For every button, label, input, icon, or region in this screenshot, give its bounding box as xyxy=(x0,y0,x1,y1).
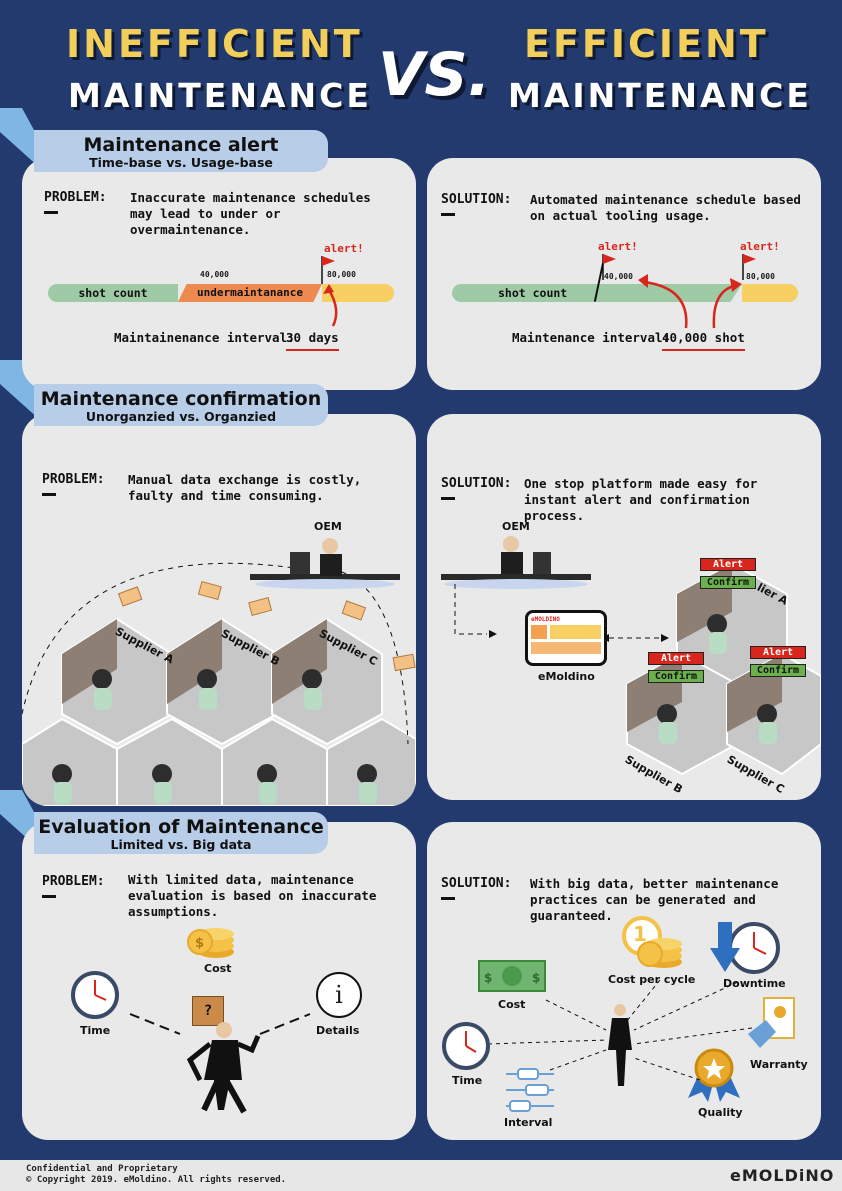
evaluation-section-tab: Evaluation of Maintenance Limited vs. Bi… xyxy=(34,812,328,854)
flag-icon xyxy=(742,254,756,280)
confirm-section-tab: Maintenance confirmation Unorganzied vs.… xyxy=(34,384,328,426)
footer-copyright: © Copyright 2019. eMoldino. All rights r… xyxy=(26,1175,287,1185)
section-title: Maintenance alert xyxy=(83,134,279,156)
svg-text:$: $ xyxy=(484,971,492,985)
supplier-cubicles-illustration xyxy=(22,538,416,806)
clock-icon xyxy=(71,971,119,1019)
footer-brand-logo: eMOLDiNO xyxy=(730,1166,835,1185)
cost-label: Cost xyxy=(498,998,526,1011)
cash-icon: $ $ xyxy=(478,960,546,992)
confirm-tag: Confirm xyxy=(750,664,806,677)
cost-per-cycle-label: Cost per cycle xyxy=(608,973,696,986)
interval-icon xyxy=(506,1068,554,1112)
alert-tag: Alert xyxy=(648,652,704,665)
problem-label: PROBLEM: xyxy=(42,472,105,496)
shot-count-bar-left: shot count undermaintanance xyxy=(48,284,394,302)
header-maintenance-right: MAINTENANCE xyxy=(508,76,812,115)
alert-tag: Alert xyxy=(700,558,756,571)
alert-tag: Alert xyxy=(750,646,806,659)
question-sign-icon: ? xyxy=(192,996,224,1026)
problem-text: Inaccurate maintenance schedules may lea… xyxy=(130,190,371,237)
confirm-tag: Confirm xyxy=(648,670,704,683)
warranty-icon xyxy=(748,997,795,1048)
problem-text: Manual data exchange is costly, faulty a… xyxy=(128,472,362,503)
section-subtitle: Limited vs. Big data xyxy=(110,837,252,852)
warranty-label: Warranty xyxy=(750,1058,808,1071)
alert-label: alert! xyxy=(324,242,364,255)
solution-label: SOLUTION: xyxy=(441,876,511,900)
tick-40000: 40,000 xyxy=(200,270,229,279)
person-connections-illustration xyxy=(490,979,753,1086)
cost-label: Cost xyxy=(204,962,232,975)
details-label: Details xyxy=(316,1024,360,1037)
solution-label: SOLUTION: xyxy=(441,192,511,216)
header-inefficient: INEFFICIENT xyxy=(66,22,363,66)
section-title: Maintenance confirmation xyxy=(40,388,322,410)
confused-person-illustration xyxy=(129,1013,311,1114)
bar-segment-over xyxy=(322,284,394,302)
problem-text: With limited data, maintenance evaluatio… xyxy=(128,872,377,919)
quality-badge-icon xyxy=(688,1048,740,1102)
platform-label: eMoldino xyxy=(538,670,595,683)
bar-segment-over xyxy=(742,284,798,302)
oem-label: OEM xyxy=(502,520,530,533)
coins-icon: $ xyxy=(187,928,234,958)
solution-text: One stop platform made easy for instant … xyxy=(524,476,758,523)
downtime-icon xyxy=(710,922,780,974)
interval-label: Maintainenance interval: xyxy=(114,330,295,345)
header-vs: VS. xyxy=(378,40,491,110)
bar-segment-undermaintenance: undermaintanance xyxy=(178,284,322,302)
time-label: Time xyxy=(452,1074,483,1087)
confirm-solution-panel xyxy=(427,414,821,800)
interval-value: 30 days xyxy=(286,330,339,351)
interval-label: Maintenance interval: xyxy=(512,330,671,345)
bar-segment-shot-count: shot count xyxy=(48,284,178,302)
downtime-label: Downtime xyxy=(723,977,786,990)
header-maintenance-left: MAINTENANCE xyxy=(68,76,372,115)
tick-40000: 40,000 xyxy=(604,272,633,281)
solution-text: Automated maintenance schedule based on … xyxy=(530,192,801,223)
section-subtitle: Unorganzied vs. Organzied xyxy=(85,409,277,424)
interval-value: 40,000 shot xyxy=(662,330,745,351)
svg-text:$: $ xyxy=(195,936,204,951)
problem-label: PROBLEM: xyxy=(42,874,105,898)
quality-label: Quality xyxy=(698,1106,743,1119)
flag-icon xyxy=(321,256,338,327)
alert-label: alert! xyxy=(598,240,638,253)
clock-icon xyxy=(442,1022,490,1070)
confirm-problem-panel xyxy=(22,414,416,806)
info-icon: i xyxy=(316,972,362,1018)
section-title: Evaluation of Maintenance xyxy=(38,816,324,838)
oem-label: OEM xyxy=(314,520,342,533)
flag-icon xyxy=(602,254,616,280)
emoldino-platform-icon: eMOLDINO xyxy=(525,610,607,666)
coin-stack-icon xyxy=(622,916,682,968)
curve-arrow-icon xyxy=(638,274,742,329)
alert-section-tab: Maintenance alert Time-base vs. Usage-ba… xyxy=(34,130,328,172)
time-label: Time xyxy=(80,1024,111,1037)
tick-80000: 80,000 xyxy=(327,270,356,279)
solution-label: SOLUTION: xyxy=(441,476,511,500)
solution-text: With big data, better maintenance practi… xyxy=(530,876,779,923)
coin-number: 1 xyxy=(633,922,647,946)
footer-confidential: Confidential and Proprietary xyxy=(26,1164,178,1174)
confirm-tag: Confirm xyxy=(700,576,756,589)
footer xyxy=(0,1160,842,1191)
problem-label: PROBLEM: xyxy=(44,190,107,214)
interval-label: Interval xyxy=(504,1116,553,1129)
platform-logo-text: eMOLDINO xyxy=(531,616,560,623)
platform-illustration xyxy=(441,536,821,776)
tick-80000: 80,000 xyxy=(746,272,775,281)
section-subtitle: Time-base vs. Usage-base xyxy=(89,155,273,170)
svg-text:$: $ xyxy=(532,971,540,985)
alert-label: alert! xyxy=(740,240,780,253)
header-efficient: EFFICIENT xyxy=(524,22,769,66)
